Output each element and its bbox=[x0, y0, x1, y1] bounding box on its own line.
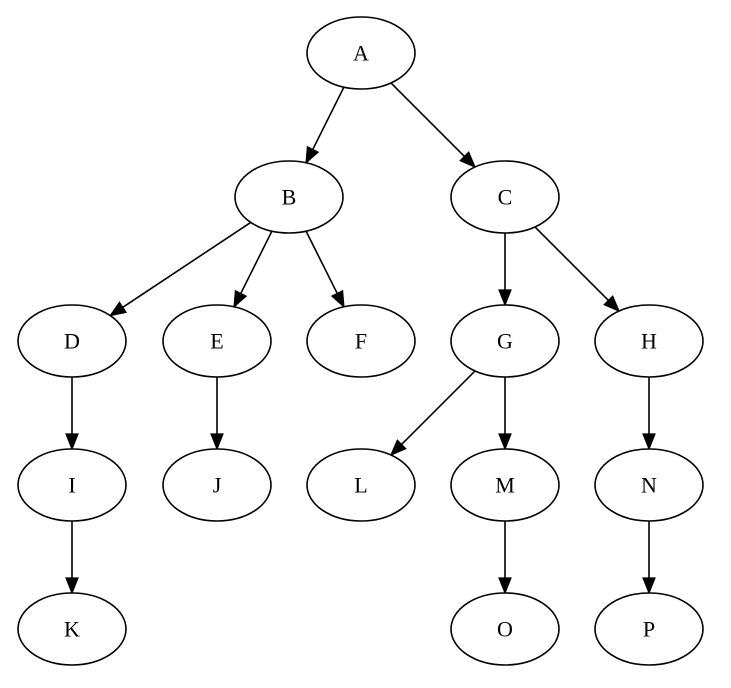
node-E: E bbox=[162, 304, 272, 378]
node-ellipse bbox=[450, 448, 560, 522]
node-ellipse bbox=[306, 16, 416, 90]
node-L: L bbox=[306, 448, 416, 522]
node-label: N bbox=[641, 473, 657, 498]
arrowhead-icon bbox=[65, 433, 79, 451]
arrowhead-icon bbox=[210, 433, 224, 451]
node-G: G bbox=[450, 304, 560, 378]
node-A: A bbox=[306, 16, 416, 90]
node-ellipse bbox=[306, 448, 416, 522]
edge-C-H bbox=[534, 226, 621, 313]
node-H: H bbox=[594, 304, 704, 378]
node-K: K bbox=[17, 592, 127, 666]
edge-E-J bbox=[210, 377, 224, 451]
node-O: O bbox=[450, 592, 560, 666]
node-ellipse bbox=[594, 592, 704, 666]
edge-line bbox=[305, 230, 338, 294]
edge-C-G bbox=[498, 233, 512, 307]
arrowhead-icon bbox=[305, 145, 320, 165]
arrowhead-icon bbox=[642, 577, 656, 595]
edges-layer bbox=[65, 82, 656, 595]
node-M: M bbox=[450, 448, 560, 522]
node-J: J bbox=[162, 448, 272, 522]
edge-line bbox=[312, 86, 345, 150]
edge-A-B bbox=[305, 86, 345, 165]
edge-B-F bbox=[305, 230, 345, 309]
edge-line bbox=[240, 230, 273, 294]
edge-B-D bbox=[108, 221, 252, 317]
node-P: P bbox=[594, 592, 704, 666]
edge-M-O bbox=[498, 521, 512, 595]
edge-B-E bbox=[233, 230, 273, 309]
arrowhead-icon bbox=[642, 433, 656, 451]
arrowhead-icon bbox=[498, 289, 512, 307]
node-label: I bbox=[68, 473, 75, 498]
node-ellipse bbox=[594, 448, 704, 522]
node-ellipse bbox=[162, 448, 272, 522]
edge-G-M bbox=[498, 377, 512, 451]
node-ellipse bbox=[450, 592, 560, 666]
arrowhead-icon bbox=[603, 295, 621, 313]
nodes-layer: A B C D E F G H I J L M N K O P bbox=[17, 16, 704, 666]
edge-D-I bbox=[65, 377, 79, 451]
node-ellipse bbox=[17, 448, 127, 522]
node-N: N bbox=[594, 448, 704, 522]
node-C: C bbox=[450, 160, 560, 234]
node-label: H bbox=[641, 329, 657, 354]
arrowhead-icon bbox=[459, 151, 477, 169]
arrowhead-icon bbox=[108, 301, 128, 317]
node-ellipse bbox=[306, 304, 416, 378]
edge-A-C bbox=[390, 82, 477, 169]
arrowhead-icon bbox=[498, 433, 512, 451]
node-B: B bbox=[234, 160, 344, 234]
arrowhead-icon bbox=[65, 577, 79, 595]
arrowhead-icon bbox=[330, 289, 345, 309]
node-label: O bbox=[497, 617, 513, 642]
edge-line bbox=[122, 221, 252, 308]
node-F: F bbox=[306, 304, 416, 378]
node-ellipse bbox=[17, 304, 127, 378]
arrowhead-icon bbox=[233, 289, 248, 309]
edge-line bbox=[400, 370, 476, 446]
node-label: A bbox=[353, 41, 369, 66]
node-label: G bbox=[497, 329, 513, 354]
edge-I-K bbox=[65, 521, 79, 595]
node-I: I bbox=[17, 448, 127, 522]
arrowhead-icon bbox=[389, 439, 407, 457]
node-D: D bbox=[17, 304, 127, 378]
node-label: J bbox=[213, 473, 222, 498]
node-ellipse bbox=[234, 160, 344, 234]
node-label: K bbox=[64, 617, 80, 642]
node-label: L bbox=[354, 473, 367, 498]
edge-G-L bbox=[389, 370, 476, 457]
edge-line bbox=[534, 226, 610, 302]
node-label: C bbox=[498, 185, 513, 210]
edge-N-P bbox=[642, 521, 656, 595]
node-ellipse bbox=[162, 304, 272, 378]
node-ellipse bbox=[17, 592, 127, 666]
node-label: M bbox=[495, 473, 515, 498]
node-label: B bbox=[282, 185, 297, 210]
node-ellipse bbox=[450, 160, 560, 234]
edge-line bbox=[390, 82, 466, 158]
arrowhead-icon bbox=[498, 577, 512, 595]
edge-H-N bbox=[642, 377, 656, 451]
node-label: P bbox=[643, 617, 655, 642]
node-ellipse bbox=[594, 304, 704, 378]
node-label: D bbox=[64, 329, 80, 354]
node-label: F bbox=[355, 329, 367, 354]
node-label: E bbox=[210, 329, 223, 354]
node-ellipse bbox=[450, 304, 560, 378]
